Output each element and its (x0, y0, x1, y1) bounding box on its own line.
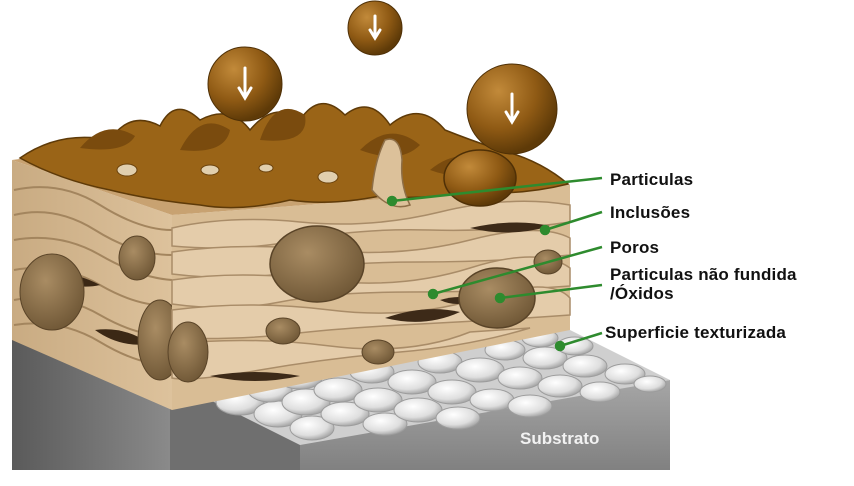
label-superficie: Superficie texturizada (605, 323, 786, 342)
label-substrato: Substrato (520, 429, 599, 449)
label-particulas: Particulas (610, 170, 693, 189)
droplet-large (467, 64, 557, 154)
droplet-small (348, 1, 402, 55)
droplet-medium (208, 47, 282, 121)
label-nao-fundida: Particulas não fundida /Óxidos (610, 265, 797, 303)
label-poros: Poros (610, 238, 659, 257)
label-inclusoes: Inclusões (610, 203, 690, 222)
